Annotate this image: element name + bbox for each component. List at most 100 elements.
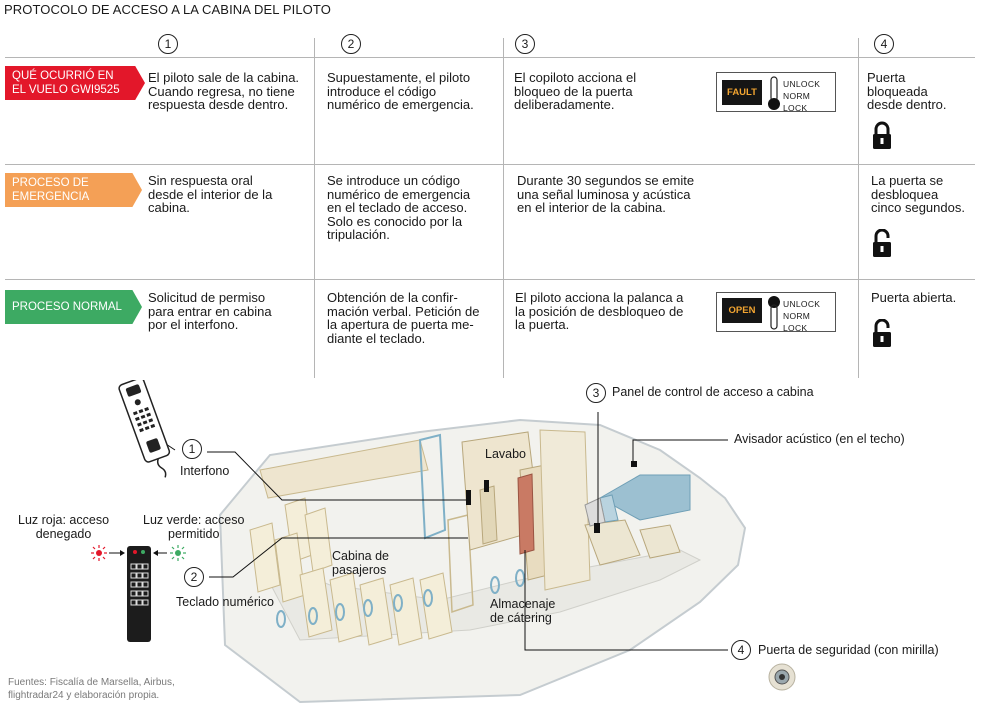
column-divider [314,38,315,378]
text-line: numérico de emergencia. [327,97,474,112]
step-3-marker: 3 [515,34,535,54]
text-line: cabina. [148,200,190,215]
text-line: diante el teclado. [327,330,426,346]
text-line: El piloto sale de la cabina. [148,70,300,85]
text-line: en el teclado de acceso. [327,200,468,215]
fault-lamp: FAULT [722,80,762,105]
text-line: desde el interior de la [148,186,273,202]
text-line: de cátering [490,611,552,625]
row-tag-normal: PROCESO NORMAL [5,290,142,324]
red-light-indicator [91,545,107,561]
unlocked-padlock-icon [873,229,891,257]
unlocked-padlock-icon [873,319,891,347]
green-light-indicator [170,545,186,561]
text-line: Puerta [867,70,906,85]
row2-step4-text: La puerta se desbloquea cinco segundos. [871,174,965,215]
text-line: El piloto acciona la palanca a [515,290,684,305]
text-line: La puerta se [871,173,944,188]
column-divider [503,38,504,378]
row-divider [5,57,975,58]
row-tag-line: EL VUELO GWI9525 [12,84,120,96]
row-tag-emergencia: PROCESO DE EMERGENCIA [5,173,142,207]
text-line: la posición de desbloqueo de [515,303,684,319]
interfono-label: Interfono [180,464,230,478]
text-line: Solo es conocido por la [327,213,463,229]
text-line: Luz verde: acceso [143,513,245,527]
text-line: flightradar24 y elaboración propia. [8,690,160,701]
text-line: Luz roja: acceso [18,513,110,527]
aircraft-cutaway-illustration [91,380,796,704]
text-line: pasajeros [332,563,387,577]
text-line: Cuando regresa, no tiene [148,83,295,99]
text-line: la puerta. [515,317,570,332]
switch-option-norm: NORM [783,311,811,321]
keypad-label: Teclado numérico [176,595,274,609]
sources-note: Fuentes: Fiscalía de Marsella, Airbus, f… [8,676,175,702]
page-title: PROTOCOLO DE ACCESO A LA CABINA DEL PILO… [4,2,331,17]
row-tag-line: QUÉ OCURRIÓ EN [12,70,114,82]
text-line: Puerta abierta. [871,290,957,305]
callout-4-marker: 4 [731,640,751,660]
text-line: introduce el código [327,83,437,99]
text-line: por el interfono. [148,317,239,332]
text-line: en el interior de la cabina. [517,200,666,215]
row-tag-gwi9525: QUÉ OCURRIÓ EN EL VUELO GWI9525 [5,66,145,100]
peephole-icon [768,663,796,691]
lavabo-label: Lavabo [485,447,527,461]
security-door-label: Puerta de seguridad (con mirilla) [758,643,939,657]
passenger-cabin-label: Cabina de pasajeros [332,549,389,577]
cockpit-switch-panel-fault: FAULT UNLOCK NORM LOCK [716,72,836,113]
toggle-switch-icon [768,76,780,110]
text-line: numérico de emergencia [327,186,471,202]
row-divider [5,279,975,280]
text-line: permitido [168,527,220,541]
row1-step3-text: El copiloto acciona el bloqueo de la pue… [514,71,636,112]
catering-label: Almacenaje de cátering [490,597,555,625]
text-line: Almacenaje [490,597,556,611]
column-divider [858,38,859,378]
step-1-marker: 1 [158,34,178,54]
callout-2-marker: 2 [184,567,204,587]
text-line: Durante 30 segundos se emite [517,173,695,188]
text-line: desde dentro. [867,97,947,112]
row-divider [5,164,975,165]
switch-option-lock: LOCK [783,323,808,333]
text-line: El copiloto acciona el [514,70,637,85]
panel-control-label: Panel de control de acceso a cabina [612,385,814,399]
text-line: la apertura de puerta me- [327,317,474,332]
text-line: mación verbal. Petición de [327,303,480,319]
text-line: cinco segundos. [871,200,965,215]
text-line: una señal luminosa y acústica [517,186,691,202]
row1-step2-text: Supuestamente, el piloto introduce el có… [327,71,474,112]
row3-step1-text: Solicitud de permiso para entrar en cabi… [148,291,272,332]
row-tag-line: EMERGENCIA [12,191,90,203]
text-line: Supuestamente, el piloto [327,70,471,85]
callout-1-marker: 1 [182,439,202,459]
text-line: bloqueo de la puerta [514,83,633,99]
step-4-marker: 4 [874,34,894,54]
acoustic-warning-label: Avisador acústico (en el techo) [734,432,905,446]
text-line: tripulación. [327,227,390,242]
row2-step1-text: Sin respuesta oral desde el interior de … [148,174,272,215]
text-line: Fuentes: Fiscalía de Marsella, Airbus, [8,677,175,688]
text-line: bloqueada [867,83,928,99]
text-line: Se introduce un código [327,173,460,188]
row1-step1-text: El piloto sale de la cabina. Cuando regr… [148,71,299,112]
text-line: Obtención de la confir- [327,290,458,305]
toggle-switch-icon [768,296,780,330]
callout-3-marker: 3 [586,383,606,403]
switch-option-norm: NORM [783,91,811,101]
open-lamp: OPEN [722,298,762,323]
text-line: denegado [35,527,92,541]
text-line: deliberadamente. [514,97,615,112]
row3-step4-text: Puerta abierta. [871,291,956,305]
row2-step3-text: Durante 30 segundos se emite una señal l… [517,174,694,215]
step-2-marker: 2 [341,34,361,54]
switch-option-unlock: UNLOCK [783,299,821,309]
cockpit-switch-panel-open: OPEN UNLOCK NORM LOCK [716,292,836,333]
row3-step3-text: El piloto acciona la palanca a la posici… [515,291,683,332]
row3-step2-text: Obtención de la confir- mación verbal. P… [327,291,479,345]
red-light-label: Luz roja: acceso denegado [18,513,109,541]
text-line: Sin respuesta oral [148,173,253,188]
row-tag-line: PROCESO NORMAL [12,301,122,313]
